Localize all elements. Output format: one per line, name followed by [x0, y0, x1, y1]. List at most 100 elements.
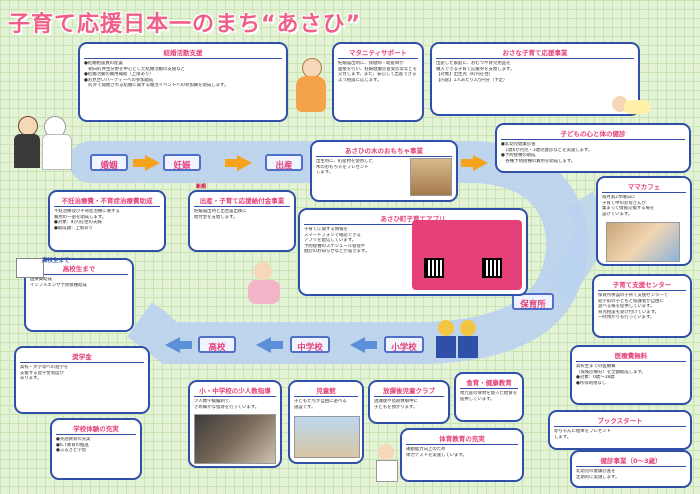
box-line: 集まって情報交換する場を [602, 206, 655, 212]
box-title: ママカフェ [602, 181, 686, 193]
box-line: 町外で開催される結婚に関する婚活イベントへの参加費を助成します。 [84, 83, 229, 89]
box-school-experience: 学校体験の充実 ●英語教育の充実 ●ICT教育の推進 ●ふるさと学習 [50, 418, 142, 480]
box-title: 体育教育の充実 [406, 433, 518, 445]
qr-code-icon[interactable] [424, 258, 444, 278]
box-line: 木のおもちゃをプレゼント [316, 164, 369, 170]
box-line: 子育て中のお母さんが [602, 200, 646, 206]
new-badge: 新規 [196, 184, 207, 190]
box-line: 運動能力向上のため [406, 447, 446, 452]
box-line: 子どもたちが自由に遊べる [294, 399, 347, 404]
box-title: 高校生まで [30, 263, 128, 275]
box-line: 施設です。 [294, 404, 316, 410]
qr-code-icon[interactable] [482, 258, 502, 278]
box-title: 健診事業（0〜3歳） [576, 455, 686, 467]
box-maternity-support: マタニティサポート 妊娠届出時に、保健師・助産師が 面接を行い、妊婦健康診査受診… [332, 42, 424, 122]
box-line: ●英語教育の充実 [56, 437, 91, 442]
box-line: ●結婚相談員の配置 [84, 61, 123, 66]
box-line: インフルエンザ予防接種助成 [30, 282, 87, 288]
box-line: 放課後や長期休暇中に [374, 399, 418, 404]
box-line: ●乳幼児健康診査 [501, 142, 536, 147]
arrow-right-icon [461, 155, 488, 171]
box-fertility: 不妊治療費・不育症治療費助成 不妊治療及び不育症治療に要する 費用の一部を助成し… [48, 190, 166, 252]
box-line: スマートフォンで確認できる [304, 232, 361, 238]
mother-baby-illustration [244, 262, 284, 306]
box-line: 少人数学級編制で、 [194, 399, 234, 404]
box-early-support: おさな子育て応援事業 出産した家庭に、おむつや育児用品を 購入できる子育て応援券… [430, 42, 640, 116]
box-line: あります。 [20, 376, 42, 382]
arrow-left-icon [256, 337, 283, 353]
box-line: 【内容】1人あたり3万円分（予定） [436, 77, 508, 83]
box-line: 朝日町共生分野を中心とした結婚活動の支援など [84, 66, 185, 72]
box-line: 不妊治療及び不育症治療に要する [54, 209, 120, 214]
box-line: 給付金を支給します。 [194, 214, 238, 220]
hall-photo [294, 416, 360, 458]
box-line: 【対象】出生児（町内在住） [436, 72, 494, 78]
box-title: 学校体験の充実 [56, 423, 136, 435]
box-line: 支援する奨学金制度が [20, 370, 64, 376]
page-title: 子育て応援日本一のまち“あさひ” [8, 12, 361, 37]
box-line: 子育てに関する情報を [304, 227, 348, 232]
students-illustration [434, 318, 482, 362]
box-title: ブックスタート [554, 415, 686, 427]
box-line: 地元産の食材を使った給食を [460, 391, 518, 396]
box-title: あさひの木のおもちゃ事業 [316, 145, 452, 157]
box-line: 面接を行い、妊婦健康診査受診票などを [338, 66, 418, 72]
school-building-icon [16, 258, 44, 278]
box-summer-checkup: ブックスタート 赤ちゃんに絵本をプレゼント します。 [548, 410, 692, 450]
box-line: きめ細かな指導を行っています。 [194, 404, 260, 410]
box-line: ●予防接種の助成 [501, 153, 536, 159]
box-food-education: 食育・健康教育 地元産の食材を使った給食を 提供しています。 [454, 372, 524, 422]
arrow-right-icon [133, 155, 160, 171]
box-line: 赤ちゃんに絵本をプレゼント [554, 429, 612, 434]
wedding-couple-illustration [14, 112, 74, 172]
box-line: 出産した家庭に、おむつや育児用品を [436, 61, 511, 66]
box-title: 食育・健康教育 [460, 377, 518, 389]
box-line: 予防接種のスケジュール管理や [304, 243, 366, 249]
stage-marriage: 婚姻 [90, 154, 128, 171]
box-line: 費用の一部を助成します。 [54, 214, 107, 220]
box-line: 購入できる子育て応援券を支給します。 [436, 66, 515, 72]
box-line: 医療費助成 [30, 277, 52, 282]
classroom-photo [194, 414, 276, 464]
box-line: 各種予防接種の費用を助成します。 [501, 158, 576, 164]
box-line: 健診のお知らせなどが届きます。 [304, 249, 370, 255]
box-line: 育児相談も受け付けています。 [598, 309, 660, 315]
box-title: おさな子育て応援事業 [436, 47, 634, 59]
wood-toy-photo [410, 158, 452, 196]
box-line: 乳幼児の健康診査を [576, 469, 616, 474]
box-line: 設けています。 [602, 211, 633, 217]
box-line: ●所得制限なし [576, 380, 607, 386]
box-line: 保育所併設の子育て支援センターで [598, 293, 668, 298]
box-title: 放課後児童クラブ [374, 385, 444, 397]
box-title: 子どもの心と体の健診 [501, 128, 685, 140]
box-line: します。 [554, 434, 572, 440]
box-scholarship: 奨学金 高校・大学等への進学を 支援する奨学金制度が あります。 [14, 346, 150, 414]
baby-illustration [612, 92, 652, 116]
stage-birth: 出産 [265, 154, 303, 171]
box-toddler-checkup: 子どもの心と体の健診 ●乳幼児健康診査 1歳6か月児・3歳児健診などを実施します… [495, 123, 691, 173]
box-line: ●お見合いパーティーへの参加助成 [84, 77, 154, 83]
stage-high: 高校 [198, 336, 236, 353]
box-line: 一時預かりも行っています。 [598, 315, 655, 321]
highschool-tag: 高校生まで [42, 258, 70, 264]
box-line: ●ICT教育の推進 [56, 442, 89, 448]
pregnant-woman-illustration [294, 58, 328, 114]
box-child-health: 健診事業（0〜3歳） 乳幼児の健康診査を 定期的に実施します。 [570, 450, 692, 488]
arrow-left-icon [350, 337, 377, 353]
box-title: 小・中学校の少人数指導 [194, 385, 276, 397]
box-title: 児童館 [294, 385, 358, 397]
box-childcare-center: 子育て支援センター 保育所併設の子育て支援センターで 就学前の子どもと保護者が自… [592, 274, 692, 338]
box-title: 結婚活動支援 [84, 47, 282, 59]
box-title: 不妊治療費・不育症治療費助成 [54, 195, 160, 207]
box-line: 定期的に実施します。 [576, 474, 620, 480]
box-line: 毎月第2水曜日に [602, 195, 636, 200]
app-banner [412, 220, 522, 290]
running-child-illustration [372, 444, 400, 484]
box-line: 1歳6か月児・3歳児健診などを実施します。 [501, 147, 593, 153]
box-line: よう相談に応じます。 [338, 77, 382, 83]
box-line: 子どもを預かります。 [374, 404, 418, 410]
stage-preschool: 保育所 [512, 293, 554, 310]
box-line: 体力テストを実施しています。 [406, 452, 467, 458]
box-line: します。 [316, 170, 334, 176]
